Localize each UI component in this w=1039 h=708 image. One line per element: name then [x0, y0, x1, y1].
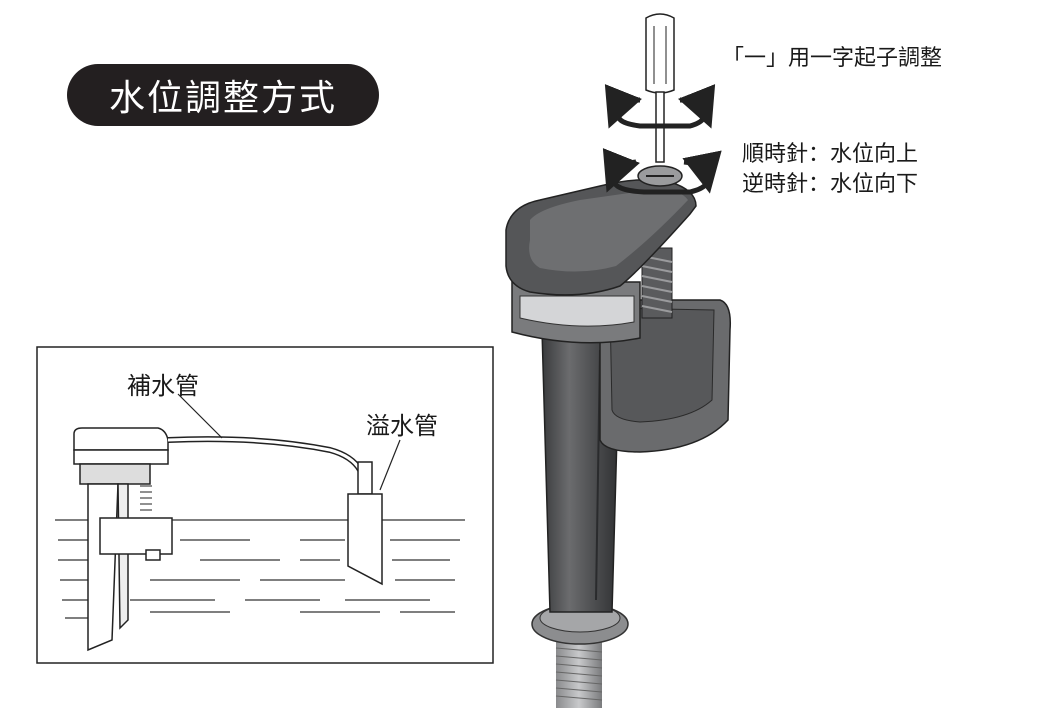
rotation-arrows [602, 83, 722, 195]
title-pill: 水位調整方式 [67, 64, 379, 126]
fill-tube-label: 補水管 [127, 372, 199, 400]
counterclockwise-instruction: 逆時針：水位向下 [742, 172, 919, 197]
clockwise-instruction: 順時針：水位向上 [742, 142, 919, 167]
water-lines [55, 519, 465, 619]
fill-valve-illustration [505, 165, 732, 708]
tool-instruction: 「一」用一字起子調整 [722, 46, 943, 71]
page-title: 水位調整方式 [108, 78, 337, 119]
screwdriver-illustration [645, 13, 675, 163]
inset-diagram [36, 346, 494, 664]
overflow-pipe [347, 461, 383, 586]
fill-tube-leader [177, 393, 223, 439]
overflow-leader [379, 439, 401, 491]
mini-fill-valve [73, 427, 173, 652]
overflow-pipe-label: 溢水管 [366, 412, 438, 440]
